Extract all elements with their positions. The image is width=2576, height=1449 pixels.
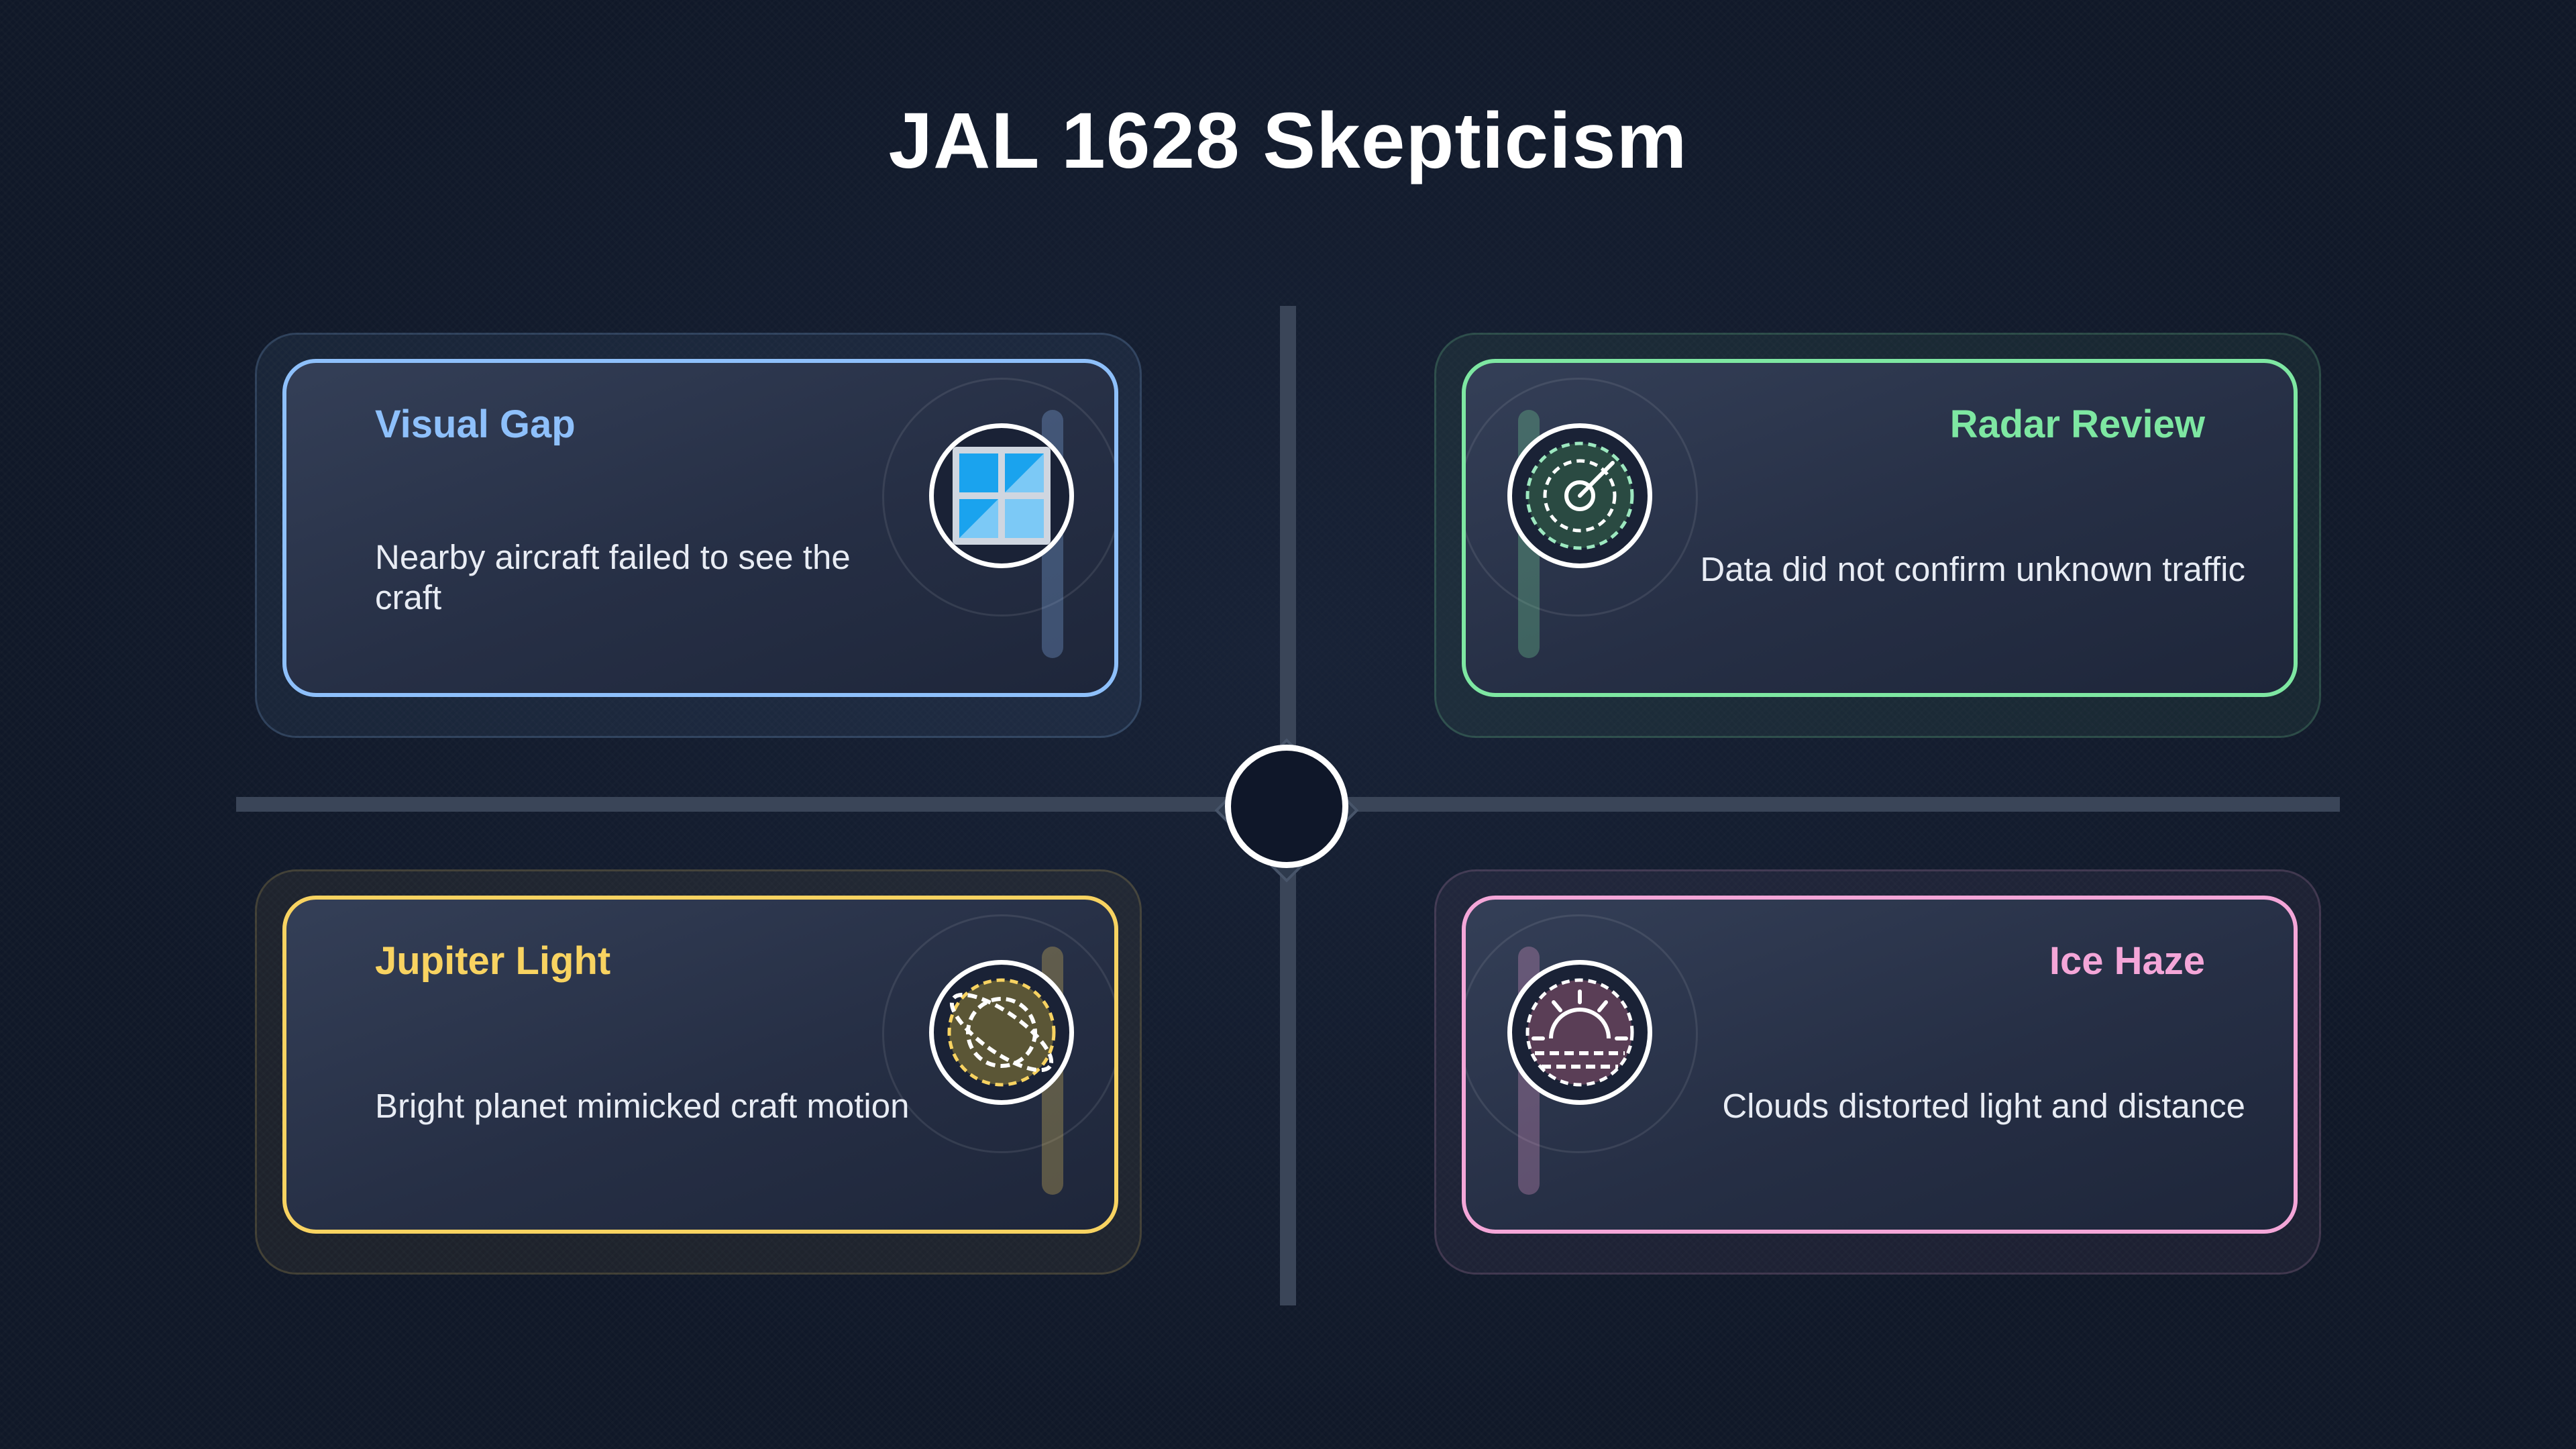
icon-halo xyxy=(1466,378,1698,616)
page-title: JAL 1628 Skepticism xyxy=(888,97,1688,185)
quadrant-radar-review: Radar Review Data did not confirm unknow… xyxy=(1434,333,2321,738)
card-ice-haze: Ice Haze Clouds distorted light and dist… xyxy=(1462,896,2298,1234)
quadrant-jupiter-light: Jupiter Light Bright planet mimicked cra… xyxy=(255,869,1142,1275)
card-description: Clouds distorted light and distance xyxy=(1722,1087,2245,1125)
card-radar-review: Radar Review Data did not confirm unknow… xyxy=(1462,359,2298,697)
card-visual-gap: Visual Gap Nearby aircraft failed to see… xyxy=(282,359,1118,697)
card-description: Data did not confirm unknown traffic xyxy=(1700,550,2245,588)
quadrant-ice-haze: Ice Haze Clouds distorted light and dist… xyxy=(1434,869,2321,1275)
icon-halo xyxy=(1466,914,1698,1153)
planet-icon xyxy=(929,960,1074,1105)
card-description: Bright planet mimicked craft motion xyxy=(375,1087,910,1125)
card-title: Jupiter Light xyxy=(375,939,611,983)
card-title: Ice Haze xyxy=(2049,939,2205,983)
radar-icon xyxy=(1507,423,1652,568)
card-description: Nearby aircraft failed to see the craft xyxy=(375,538,851,616)
card-title: Radar Review xyxy=(1949,402,2205,446)
haze-icon xyxy=(1507,960,1652,1105)
card-title: Visual Gap xyxy=(375,402,576,446)
window-icon xyxy=(929,423,1074,568)
quadrant-visual-gap: Visual Gap Nearby aircraft failed to see… xyxy=(255,333,1142,738)
icon-halo xyxy=(882,378,1114,616)
center-node xyxy=(1225,745,1348,868)
card-jupiter-light: Jupiter Light Bright planet mimicked cra… xyxy=(282,896,1118,1234)
icon-halo xyxy=(882,914,1114,1153)
